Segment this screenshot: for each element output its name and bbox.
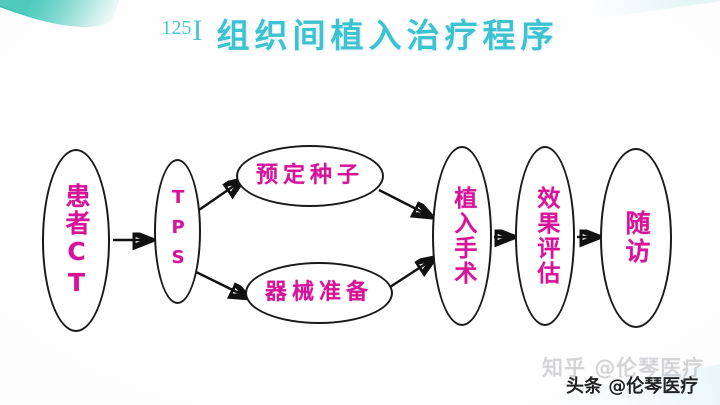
flow-node-tps-label: TPS bbox=[167, 186, 189, 277]
watermark-foreground: 头条 @伦琴医疗 bbox=[566, 376, 699, 397]
edge-instrument-to-surgery bbox=[386, 259, 433, 291]
flow-node-implant-surgery-label: 植入手术 bbox=[449, 186, 476, 286]
flow-node-order-seeds[interactable]: 预定种子 bbox=[236, 145, 384, 207]
flow-node-implant-surgery[interactable]: 植入手术 bbox=[432, 146, 492, 326]
flow-node-follow-up-label: 随访 bbox=[622, 210, 651, 266]
flow-node-tps[interactable]: TPS bbox=[154, 159, 201, 304]
watermark-background: 知乎 @伦琴医疗 bbox=[542, 356, 705, 380]
flow-node-order-seeds-label: 预定种子 bbox=[255, 162, 364, 188]
slide-title-text: 组织间植入治疗程序 bbox=[216, 16, 559, 55]
isotope-mass-number: 125 bbox=[161, 17, 192, 39]
edge-seed-to-surgery bbox=[378, 188, 430, 216]
flow-node-effect-evaluation[interactable]: 效果评估 bbox=[515, 146, 575, 326]
edge-tps-to-seed bbox=[195, 181, 241, 213]
slide-title: 125I 组织间植入治疗程序 bbox=[0, 9, 720, 57]
flow-node-follow-up[interactable]: 随访 bbox=[600, 148, 672, 328]
isotope-label: 125I bbox=[162, 16, 203, 46]
flow-node-patient-ct[interactable]: 患者CT bbox=[42, 149, 110, 332]
flow-node-instrument-preparation-label: 器械准备 bbox=[264, 279, 373, 305]
flow-node-effect-evaluation-label: 效果评估 bbox=[532, 186, 559, 286]
edge-tps-to-instrument bbox=[195, 270, 247, 297]
flow-node-patient-ct-label: 患者CT bbox=[62, 182, 91, 299]
isotope-symbol: I bbox=[192, 14, 203, 47]
flow-node-instrument-preparation[interactable]: 器械准备 bbox=[245, 262, 393, 324]
